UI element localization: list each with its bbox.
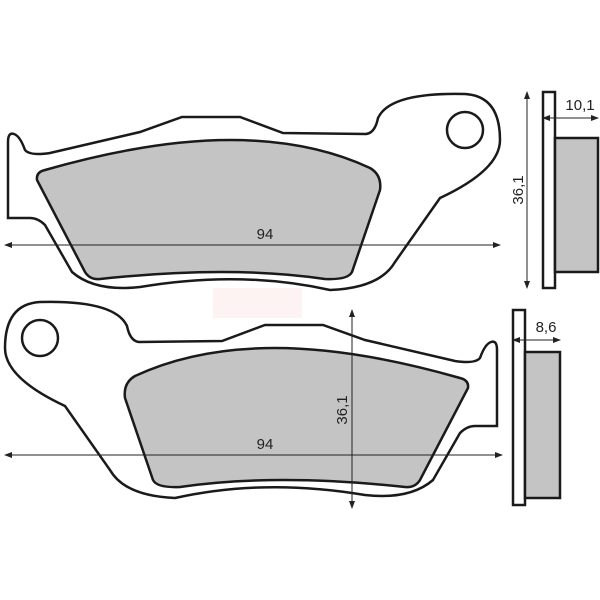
top-height-label: 36,1	[510, 175, 527, 204]
watermark-patch	[213, 288, 302, 318]
bottom-height-label: 36,1	[334, 395, 351, 424]
top-length-label: 94	[257, 226, 274, 243]
top-pad-front-view	[6, 92, 502, 292]
bottom-length-label: 94	[257, 436, 274, 453]
top-thickness-label: 10,1	[565, 97, 594, 114]
bottom-pad-front-view	[3, 300, 499, 500]
bottom-pad-side-view	[511, 308, 562, 507]
top-pad-side-view	[541, 90, 600, 290]
bottom-thickness-label: 8,6	[536, 319, 557, 336]
